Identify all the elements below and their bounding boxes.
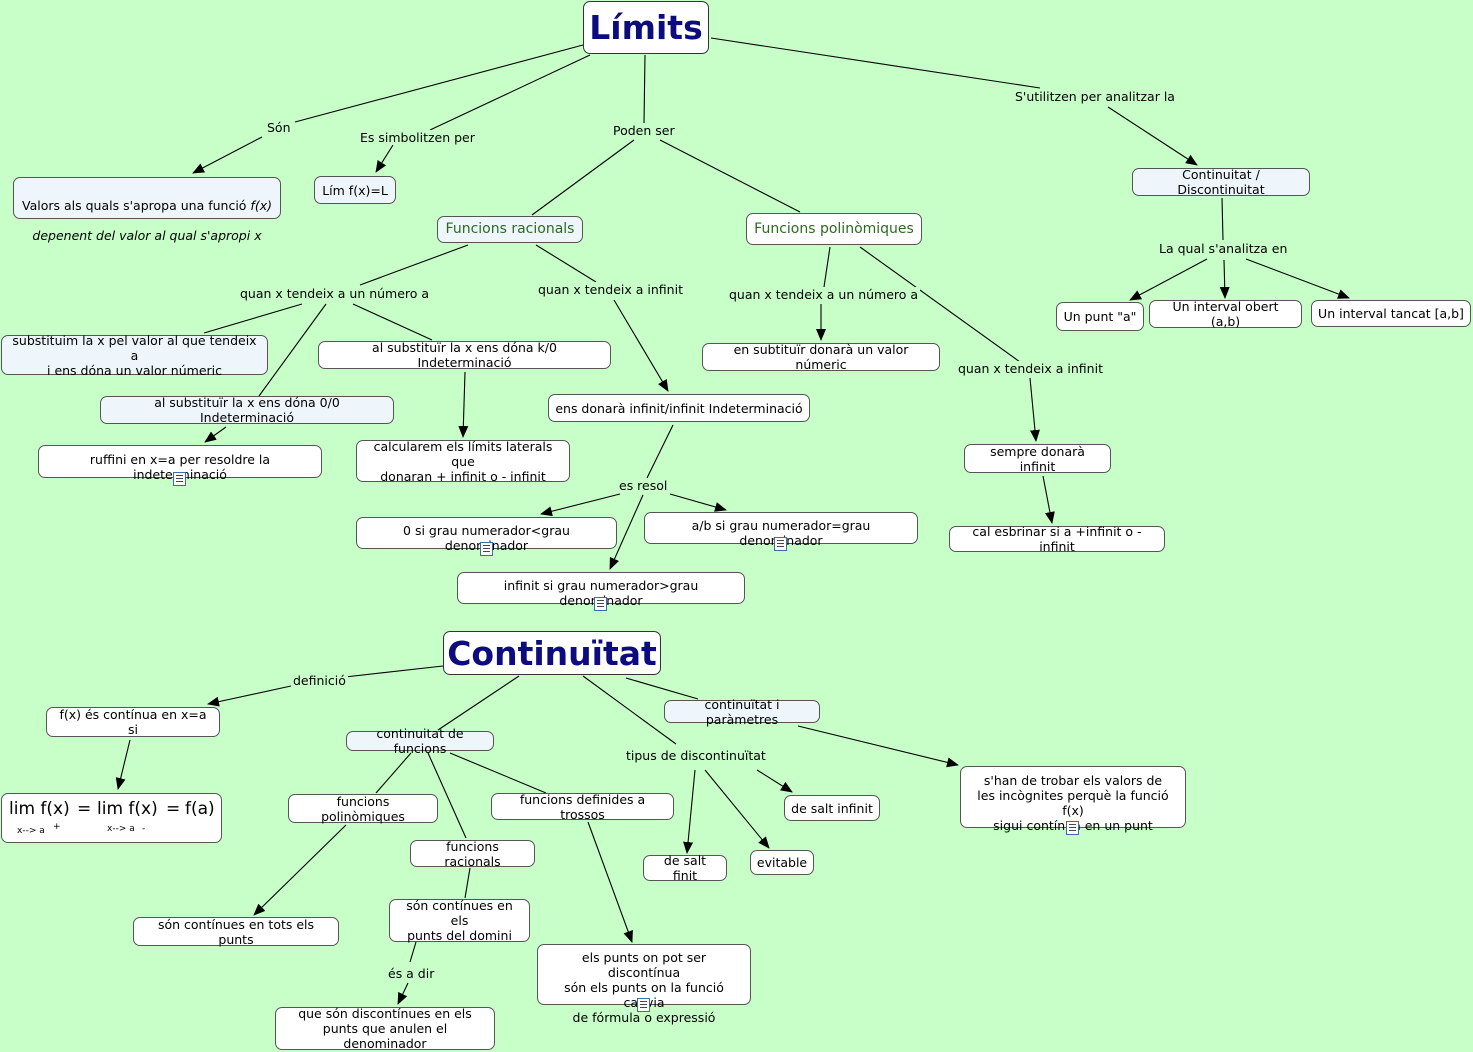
link-label-pol-inf: quan x tendeix a infinit — [956, 361, 1105, 376]
formula-lim-2: lim f(x) — [97, 799, 158, 819]
formula-sub-1: x--> a — [17, 826, 45, 836]
limits-laterals-node[interactable]: calcularem els límits laterals que donar… — [356, 439, 570, 484]
funcions-trossos-node[interactable]: funcions definides a trossos — [491, 792, 674, 822]
link-label-son: Són — [265, 120, 293, 135]
evitable-node[interactable]: evitable — [750, 850, 814, 875]
formula-fa: f(a) — [185, 799, 215, 819]
formula-eq-2: = — [166, 799, 181, 819]
punts-discontinua-node[interactable]: els punts on pot ser discontínua són els… — [537, 944, 751, 1025]
lim-fx-node[interactable]: Lím f(x)=L — [314, 176, 396, 204]
link-label-pol-num: quan x tendeix a un número a — [727, 287, 921, 302]
valor-numeric-node[interactable]: en subtituïr donarà un valor númeric — [702, 342, 940, 372]
punts-domini-node[interactable]: són contínues en els punts del domini — [389, 898, 530, 943]
link-label-definicio: definició — [291, 673, 348, 688]
formula-eq-1: = — [77, 799, 92, 819]
limits-title-node[interactable]: Límits — [583, 1, 709, 54]
interval-obert-node[interactable]: Un interval obert (a,b) — [1149, 299, 1302, 329]
valors-node[interactable]: Valors als quals s'apropa una funció f(x… — [13, 177, 281, 243]
anulen-denominador-node[interactable]: que són discontínues en els punts que an… — [275, 1006, 495, 1051]
continua-en-node[interactable]: f(x) és contínua en x=a si — [46, 707, 220, 737]
esbrinar-node[interactable]: cal esbrinar si a +infinit o -infinit — [949, 524, 1165, 554]
infinit-infinit-node[interactable]: ens donarà infinit/infinit Indeterminaci… — [548, 394, 810, 422]
valors-fx: f(x) — [250, 198, 272, 213]
formula-sup-1: + — [53, 822, 61, 832]
sempre-infinit-node[interactable]: sempre donarà infinit — [964, 444, 1111, 474]
salt-infinit-node[interactable]: de salt infinit — [784, 795, 880, 821]
link-label-qual: La qual s'analitza en — [1157, 241, 1290, 256]
continuitat-parametres-node[interactable]: continuïtat i paràmetres — [664, 697, 820, 727]
k0-indeterminacio-node[interactable]: al substituïr la x ens dóna k/0 Indeterm… — [318, 340, 611, 370]
link-label-tipus: tipus de discontinuïtat — [624, 748, 768, 763]
un-punt-node[interactable]: Un punt "a" — [1056, 302, 1144, 331]
link-label-simbolitzen: Es simbolitzen per — [358, 130, 477, 145]
interval-tancat-node[interactable]: Un interval tancat [a,b] — [1311, 300, 1471, 327]
valors-text-1: Valors als quals s'apropa una funció — [22, 198, 251, 213]
document-icon[interactable] — [1066, 821, 1079, 835]
cont-funcions-polinomiques-node[interactable]: funcions polinòmiques — [288, 794, 438, 824]
document-icon[interactable] — [637, 998, 650, 1012]
continuitat-title-node[interactable]: Continuïtat — [443, 631, 661, 675]
salt-finit-node[interactable]: de salt finit — [643, 853, 727, 883]
link-label-rac-inf: quan x tendeix a infinit — [536, 282, 685, 297]
link-label-poden: Poden ser — [611, 123, 677, 138]
formula-sup-2: - — [142, 824, 146, 834]
document-icon[interactable] — [480, 542, 493, 556]
formula-node[interactable]: lim f(x) = lim f(x) = f(a) x--> a + x-->… — [1, 793, 222, 843]
link-label-es-a-dir: és a dir — [386, 966, 437, 981]
link-label-rac-num: quan x tendeix a un número a — [238, 286, 432, 301]
funcions-polinomiques-node[interactable]: Funcions polinòmiques — [746, 213, 922, 245]
link-label-es-resol: es resol — [617, 478, 670, 493]
funcions-racionals-node[interactable]: Funcions racionals — [437, 216, 583, 243]
tots-punts-node[interactable]: són contínues en tots els punts — [133, 917, 339, 947]
document-icon[interactable] — [594, 597, 607, 611]
document-icon[interactable] — [173, 472, 186, 486]
substituim-node[interactable]: substituim la x pel valor al que tendeix… — [1, 333, 268, 378]
formula-lim-1: lim f(x) — [9, 799, 70, 819]
incognites-node[interactable]: s'han de trobar els valors de les incògn… — [960, 766, 1186, 833]
formula-sub-2: x--> a — [107, 824, 135, 834]
link-label-utilitzen: S'utilitzen per analitzar la — [1013, 89, 1177, 104]
continuitat-funcions-node[interactable]: continuitat de funcions — [346, 726, 494, 756]
valors-text-2: depenent del valor al qual s'apropi x — [32, 228, 262, 243]
cont-funcions-racionals-node[interactable]: funcions racionals — [410, 839, 535, 869]
document-icon[interactable] — [774, 537, 787, 551]
zero-zero-indeterminacio-node[interactable]: al substituïr la x ens dóna 0/0 Indeterm… — [100, 395, 394, 425]
continuitat-discontinuitat-node[interactable]: Continuitat / Discontinuitat — [1132, 167, 1310, 197]
